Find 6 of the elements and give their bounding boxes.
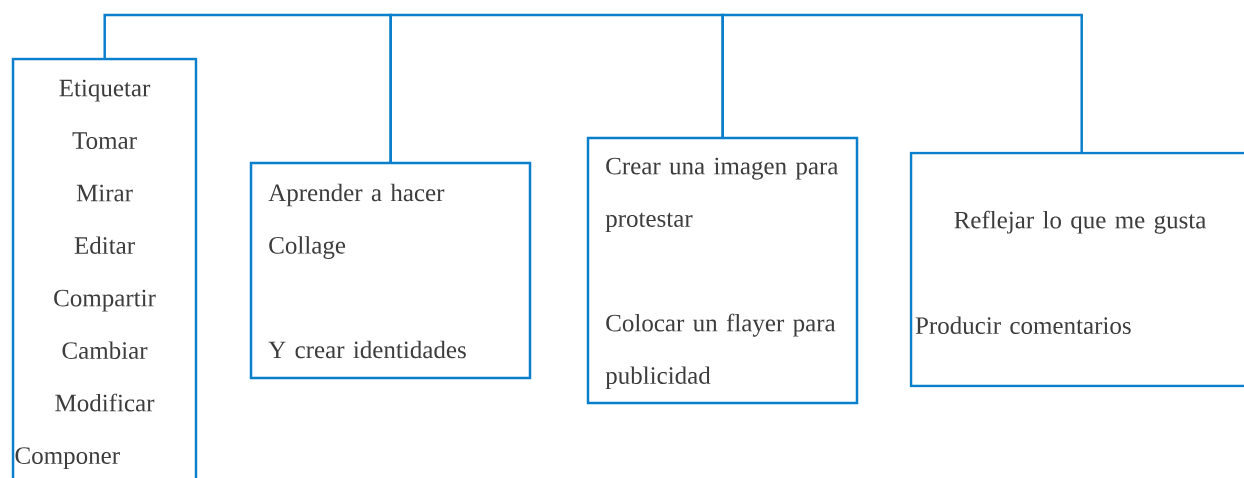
connector-line [721, 13, 1083, 153]
connector-line [389, 13, 724, 163]
text-box: Etiquetar Tomar Mirar Editar Compartir Cambiar Modificar Componer [11, 57, 198, 478]
text-box: Crear una imagen para protestar Colocar un flayer para publicidad [586, 136, 859, 405]
text-box: Aprender a hacer Collage Y crear identidades [249, 161, 532, 380]
text-box: Reflejar lo que me gusta Producir comentarios [909, 151, 1244, 388]
